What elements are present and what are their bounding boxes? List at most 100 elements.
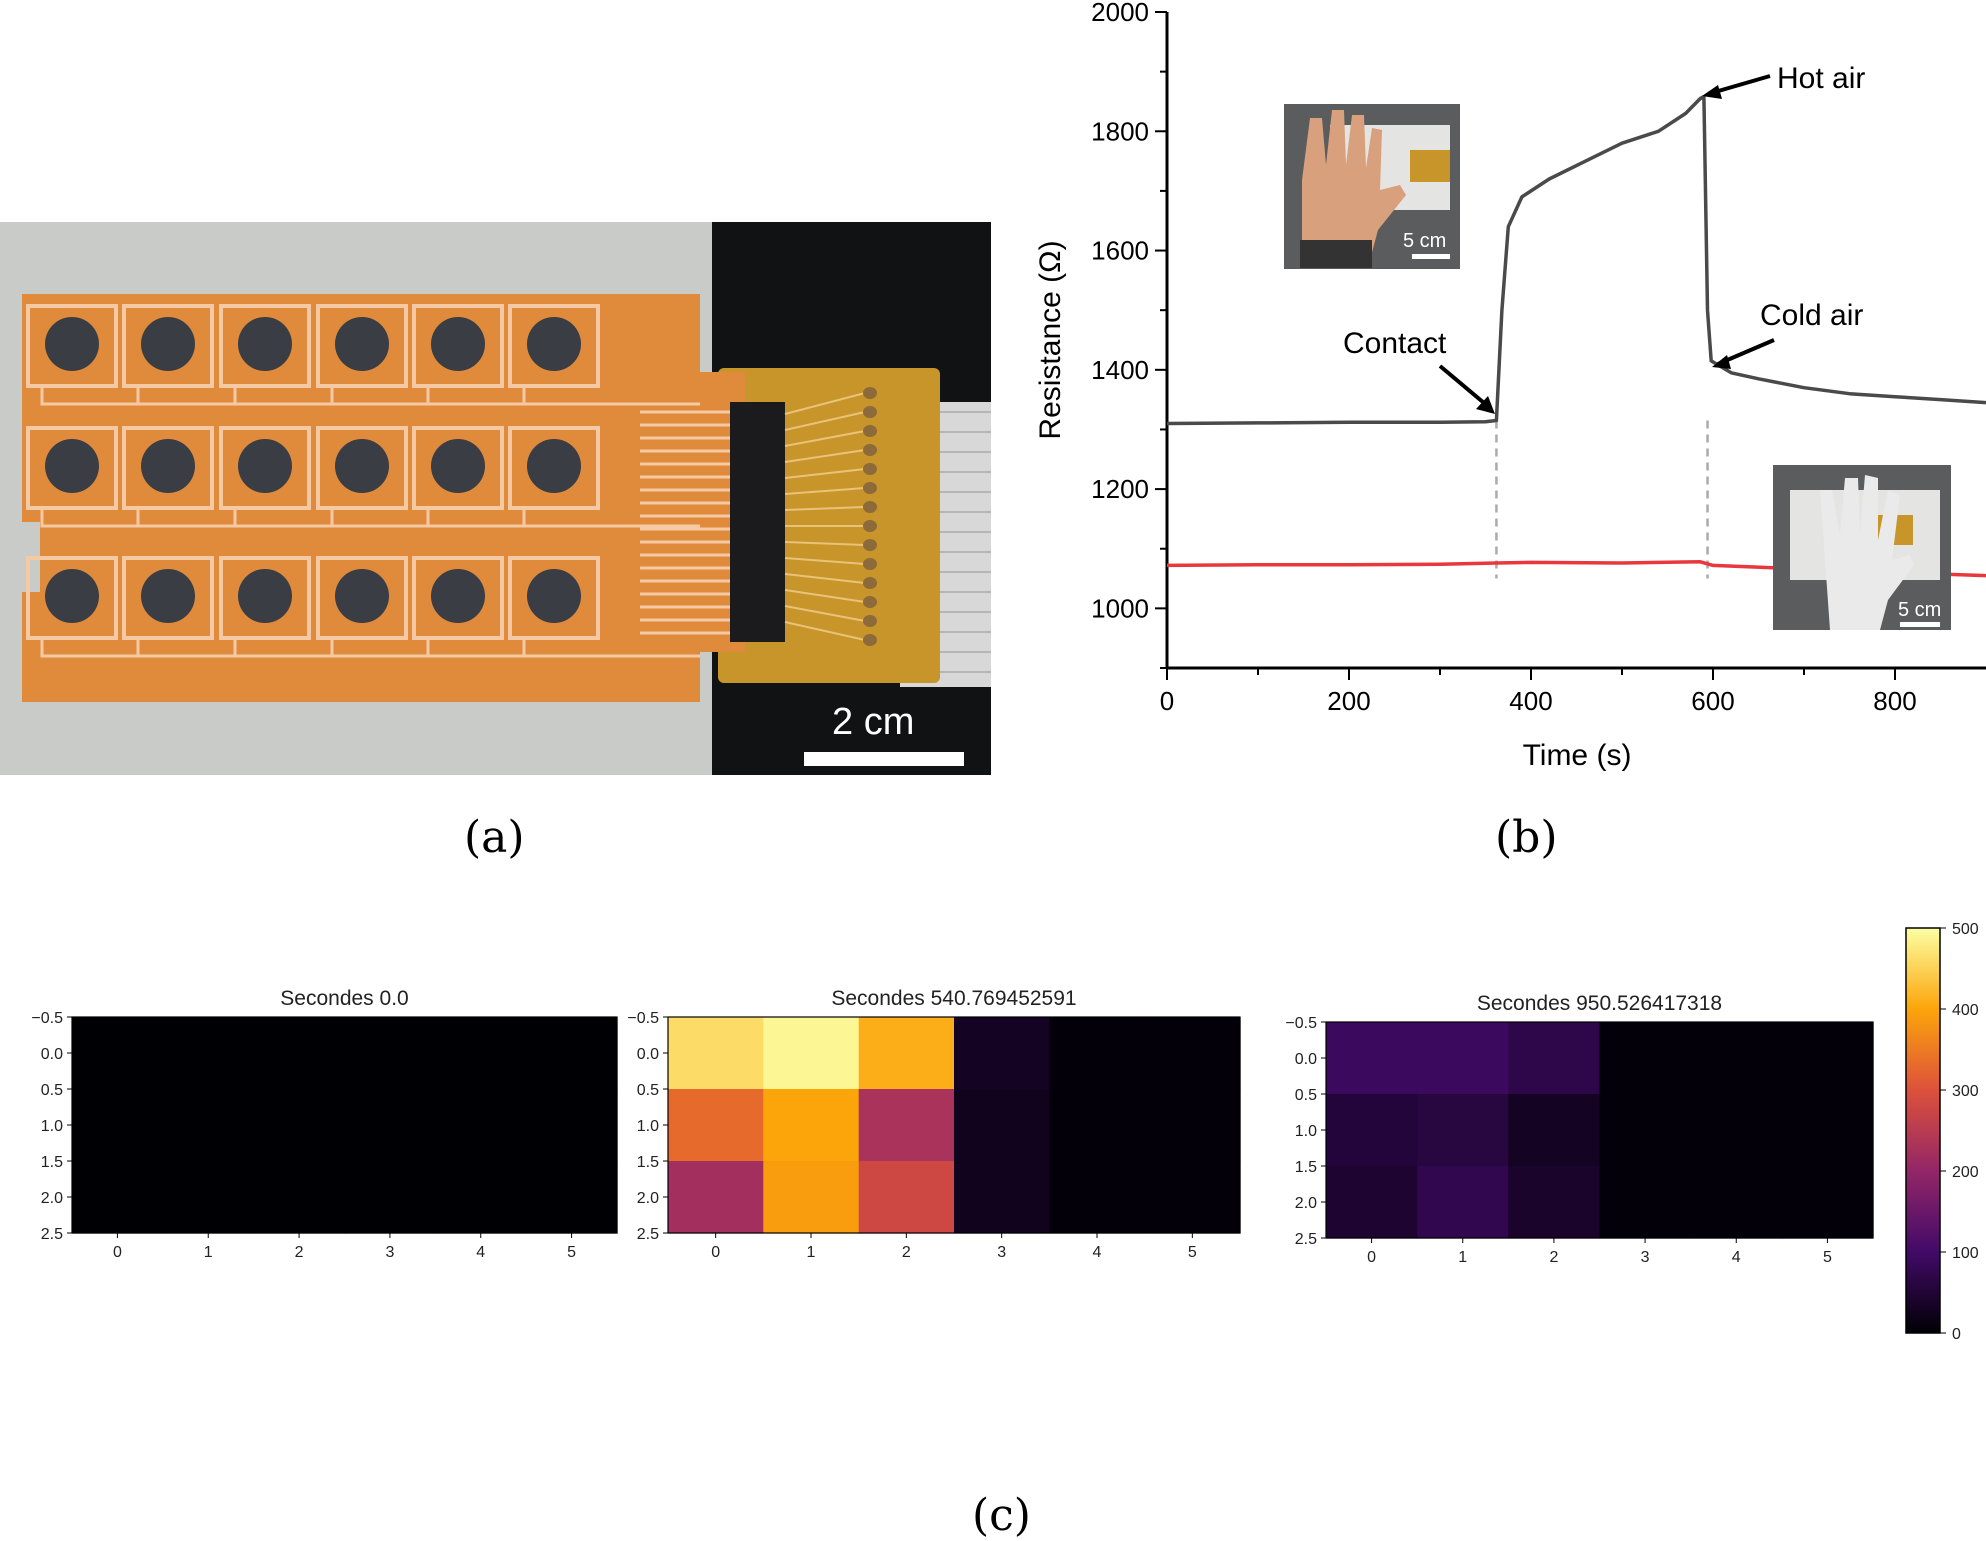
heatmap-y-tick-label: 2.0: [41, 1190, 63, 1207]
heatmap-cell: [1144, 1161, 1241, 1234]
heatmap-x-tick-label: 0: [113, 1244, 122, 1261]
scale-bar-label: 2 cm: [832, 701, 914, 743]
heatmap-x-tick-label: 0: [1367, 1249, 1376, 1266]
heatmap-cell: [1417, 1094, 1509, 1167]
heatmap-title: Secondes 540.769452591: [831, 987, 1076, 1010]
sensor-pad: [141, 569, 195, 623]
heatmap-cell: [1508, 1022, 1601, 1095]
solder-pin: [863, 615, 877, 627]
heatmap-cell: [1508, 1166, 1601, 1239]
heatmap-cell: [668, 1089, 764, 1162]
scale-bar: [804, 752, 964, 766]
heatmap-y-tick-label: 1.0: [637, 1118, 659, 1135]
y-axis-label: Resistance (Ω): [1034, 240, 1067, 439]
heatmap-y-tick-label: 1.5: [1295, 1159, 1317, 1176]
sensor-pad-outline: [412, 556, 504, 640]
sensor-pad: [45, 439, 99, 493]
cable-ribbon-lines: [940, 411, 991, 673]
sensor-pad-outline: [219, 556, 311, 640]
pin-trace: [784, 506, 866, 511]
heatmap-x-tick-label: 2: [1549, 1249, 1558, 1266]
heatmap-cell: [435, 1161, 527, 1234]
svg-text:5 cm: 5 cm: [1898, 599, 1941, 621]
heatmap-y-tick-label: 2.0: [1295, 1195, 1317, 1212]
solder-pin: [863, 463, 877, 475]
pin-trace: [784, 449, 866, 463]
heatmap-x-tick-label: 4: [476, 1244, 485, 1261]
trace-line: [522, 508, 700, 528]
heatmap-title: Secondes 950.526417318: [1477, 992, 1722, 1015]
heatmap-x-tick-label: 4: [1093, 1244, 1102, 1261]
sensor-pad: [431, 569, 485, 623]
heatmap-x-tick-label: 4: [1732, 1249, 1741, 1266]
pin-trace: [784, 541, 866, 546]
solder-pin: [863, 501, 877, 513]
pin-trace: [784, 430, 866, 447]
pin-trace: [784, 589, 866, 603]
sensor-pad: [238, 317, 292, 371]
arrowhead-cold-air: [1712, 355, 1731, 369]
heatmap-cell: [526, 1089, 618, 1162]
trace-line: [522, 638, 700, 658]
heatmap-cell: [344, 1017, 436, 1090]
solder-pin: [863, 425, 877, 437]
heatmap-x-tick-label: 1: [807, 1244, 816, 1261]
arrowhead-hot-air: [1702, 85, 1722, 99]
sensor-pad-outline: [219, 304, 311, 388]
heatmap-cell: [1144, 1089, 1241, 1162]
x-tick-label: 800: [1873, 686, 1916, 716]
heatmap-x-tick-label: 2: [295, 1244, 304, 1261]
colorbar-tick-label: 300: [1952, 1083, 1979, 1100]
sensor-pad: [527, 439, 581, 493]
solder-pin: [863, 558, 877, 570]
heatmap-x-tick-label: 1: [204, 1244, 213, 1261]
sensor-pad-outline: [26, 304, 118, 388]
colorbar-tick-label: 400: [1952, 1002, 1979, 1019]
caption-a: (a): [464, 812, 525, 863]
inset-photo-hand: 5 cm: [1284, 104, 1460, 269]
y-tick-label: 1200: [1091, 474, 1149, 504]
heatmap-cell: [253, 1161, 346, 1234]
sensor-pad: [431, 317, 485, 371]
heatmap-y-tick-label: 1.0: [41, 1118, 63, 1135]
sensor-pad-outline: [219, 426, 311, 510]
heatmap-cell: [1599, 1094, 1692, 1167]
heatmap-cell: [1781, 1094, 1874, 1167]
arrow-contact: [1438, 364, 1492, 410]
heatmap-cell: [763, 1089, 860, 1162]
heatmap-cell: [1049, 1161, 1146, 1234]
heatmap-cell: [954, 1017, 1050, 1090]
caption-c: (c): [972, 1490, 1031, 1541]
sensor-pad: [527, 569, 581, 623]
y-tick-label: 2000: [1091, 0, 1149, 27]
sensor-pad-outline: [508, 556, 600, 640]
sensor-pad: [335, 439, 389, 493]
x-tick-label: 0: [1160, 686, 1174, 716]
colorbar-tick-label: 200: [1952, 1164, 1979, 1181]
heatmap-x-tick-label: 2: [902, 1244, 911, 1261]
heatmap-y-tick-label: −0.5: [1285, 1015, 1317, 1032]
pin-trace: [784, 621, 866, 641]
heatmap-y-tick-label: −0.5: [31, 1010, 63, 1027]
sensor-pad-outline: [122, 304, 214, 388]
pin-trace: [784, 573, 866, 584]
heatmap-y-tick-label: 2.5: [1295, 1231, 1317, 1248]
colorbar-tick-label: 0: [1952, 1326, 1961, 1343]
heatmap-x-tick-label: 3: [385, 1244, 394, 1261]
y-tick-label: 1400: [1091, 355, 1149, 385]
annotation-cold-air: Cold air: [1760, 299, 1863, 332]
sensor-array-photo: 2 cm: [0, 222, 991, 775]
pin-trace: [784, 392, 866, 415]
sensor-pad: [141, 439, 195, 493]
heatmap-cell: [1326, 1094, 1418, 1167]
solder-pin: [863, 520, 877, 532]
heatmap-y-tick-label: 1.5: [41, 1154, 63, 1171]
colorbar: [1905, 927, 1941, 1334]
sensor-pad-outline: [508, 304, 600, 388]
